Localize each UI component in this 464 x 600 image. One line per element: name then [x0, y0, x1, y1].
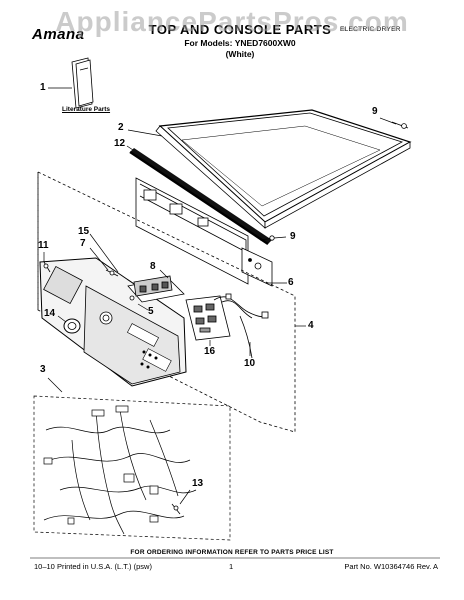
- user-interface-board-illustration: [185, 295, 231, 341]
- print-info: 10–10 Printed in U.S.A. (L.T.) (psw): [34, 562, 152, 571]
- callout-16: 16: [204, 346, 216, 357]
- screw-9-right-illustration: [259, 235, 287, 241]
- console-assembly-outline: [37, 171, 296, 433]
- section-label: ELECTRIC DRYER: [340, 26, 401, 33]
- callout-8: 8: [150, 261, 156, 272]
- color-variant: (White): [225, 49, 255, 59]
- screw-13-illustration: [171, 503, 181, 515]
- callout-12: 12: [114, 138, 126, 149]
- screw-9-top-illustration: [379, 117, 409, 129]
- callout-7: 7: [80, 238, 86, 249]
- page-number: 1: [229, 562, 234, 571]
- control-board-illustration: [127, 275, 185, 303]
- callout-2: 2: [118, 122, 124, 133]
- console-panel-illustration: [39, 257, 187, 387]
- literature-parts-label: Literature Parts: [62, 106, 111, 113]
- screw-11-illustration: [43, 261, 51, 273]
- callout-13: 13: [192, 478, 204, 489]
- callout-9-top: 9: [372, 106, 378, 117]
- brand-name: Amana: [32, 26, 85, 43]
- callout-15: 15: [78, 226, 90, 237]
- callout-5: 5: [148, 306, 154, 317]
- ordering-info-note: FOR ORDERING INFORMATION REFER TO PARTS …: [130, 549, 334, 556]
- callout-3: 3: [40, 364, 46, 375]
- callout-4: 4: [308, 320, 314, 331]
- callout-6: 6: [288, 277, 294, 288]
- callout-14: 14: [44, 308, 56, 319]
- screw-7-illustration: [105, 269, 119, 277]
- console-mount-bracket-illustration: [135, 177, 273, 287]
- diagram-title: TOP AND CONSOLE PARTS: [148, 22, 332, 37]
- small-wire-harness-illustration: [213, 293, 269, 359]
- top-panel-illustration: [155, 109, 412, 229]
- callout-10: 10: [244, 358, 256, 369]
- control-knob-illustration: [63, 318, 81, 334]
- main-wire-harness-illustration: [33, 395, 231, 541]
- part-number: Part No. W10364746 Rev. A: [344, 562, 438, 571]
- callout-11: 11: [38, 240, 49, 251]
- callout-9-right: 9: [290, 231, 296, 242]
- callout-1: 1: [40, 82, 46, 93]
- literature-booklet-illustration: [71, 57, 94, 109]
- top-gasket-strip-illustration: [129, 148, 272, 245]
- model-line: For Models: YNED7600XW0: [184, 38, 296, 48]
